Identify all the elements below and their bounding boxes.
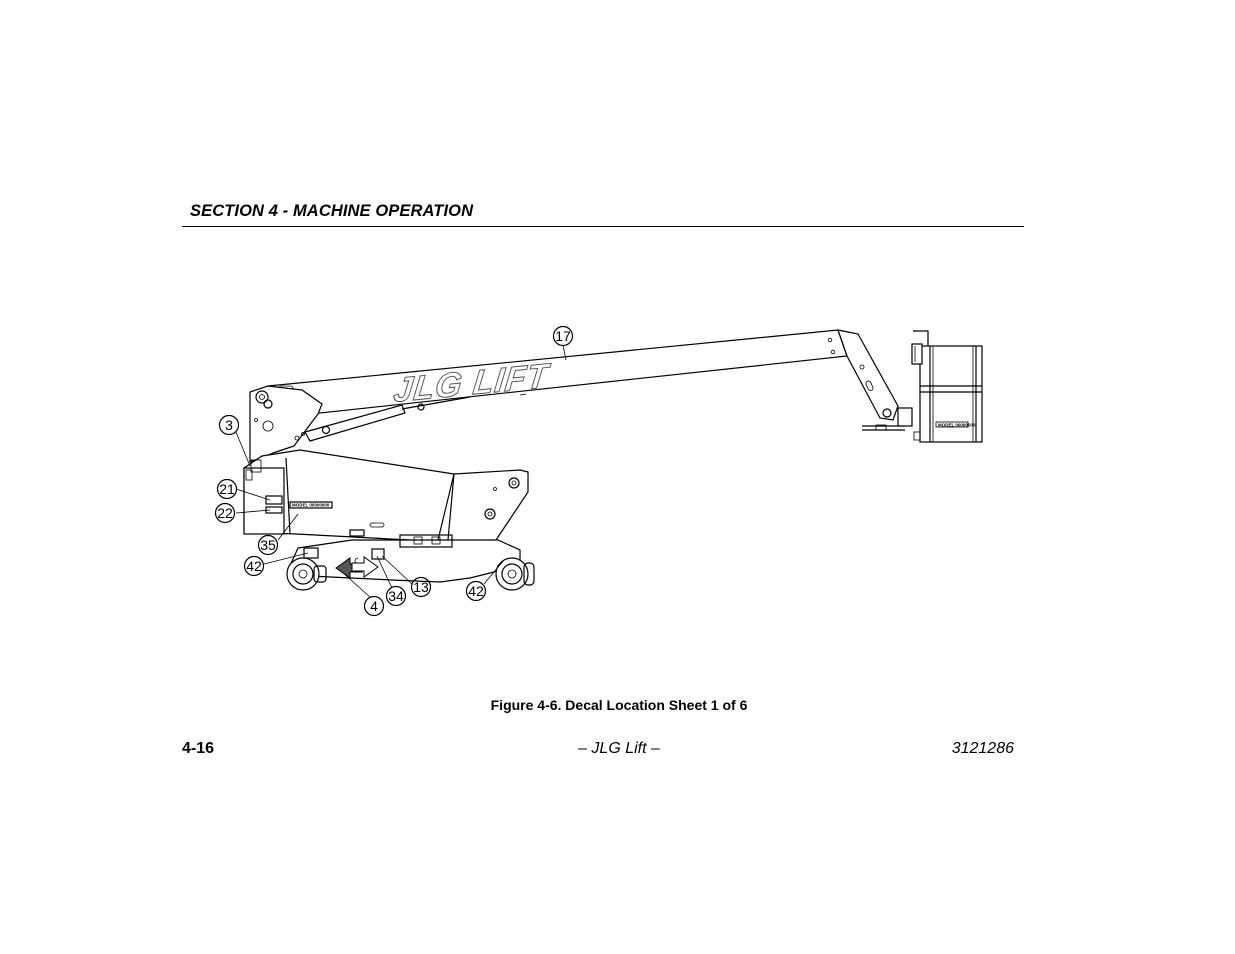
- svg-text:13: 13: [413, 579, 429, 595]
- svg-text:22: 22: [217, 505, 233, 521]
- figure-caption: Figure 4-6. Decal Location Sheet 1 of 6: [490, 697, 748, 713]
- chassis: [286, 529, 535, 591]
- callout-21: 21: [216, 478, 238, 500]
- footer-center-text: – JLG Lift –: [578, 740, 660, 757]
- svg-text:17: 17: [555, 328, 571, 344]
- callout-34: 34: [385, 585, 407, 607]
- callout-17: 17: [552, 325, 574, 347]
- jib-arm: [837, 329, 931, 441]
- direction-arrow-decal-right: [351, 556, 379, 578]
- svg-text:21: 21: [219, 481, 235, 497]
- boom-logo: JLG LIFT: [392, 357, 553, 410]
- callout-42-right: 42: [465, 580, 487, 602]
- svg-text:42: 42: [468, 583, 484, 599]
- header-rule: [182, 226, 1024, 227]
- platform-decal-label: MODEL 00000000: [938, 423, 976, 428]
- callout-35: 35: [257, 534, 279, 556]
- svg-text:34: 34: [388, 588, 404, 604]
- callout-13: 13: [410, 576, 432, 598]
- svg-text:3: 3: [225, 417, 233, 433]
- model-decal-label: MODEL 00000000: [292, 503, 330, 508]
- callout-22: 22: [214, 502, 236, 524]
- svg-text:42: 42: [246, 558, 262, 574]
- svg-text:35: 35: [260, 537, 276, 553]
- leader-lines: [235, 344, 567, 598]
- callout-4: 4: [363, 595, 385, 617]
- callout-3: 3: [218, 414, 240, 436]
- platform: MODEL 00000000: [911, 330, 983, 443]
- callout-42-left: 42: [243, 555, 265, 577]
- svg-text:4: 4: [370, 598, 378, 614]
- turntable: MODEL 00000000: [243, 449, 529, 543]
- section-title: SECTION 4 - MACHINE OPERATION: [190, 202, 474, 220]
- pivot-bracket: [249, 385, 471, 463]
- document-number: 3121286: [951, 740, 1014, 757]
- page-number: 4-16: [182, 740, 215, 757]
